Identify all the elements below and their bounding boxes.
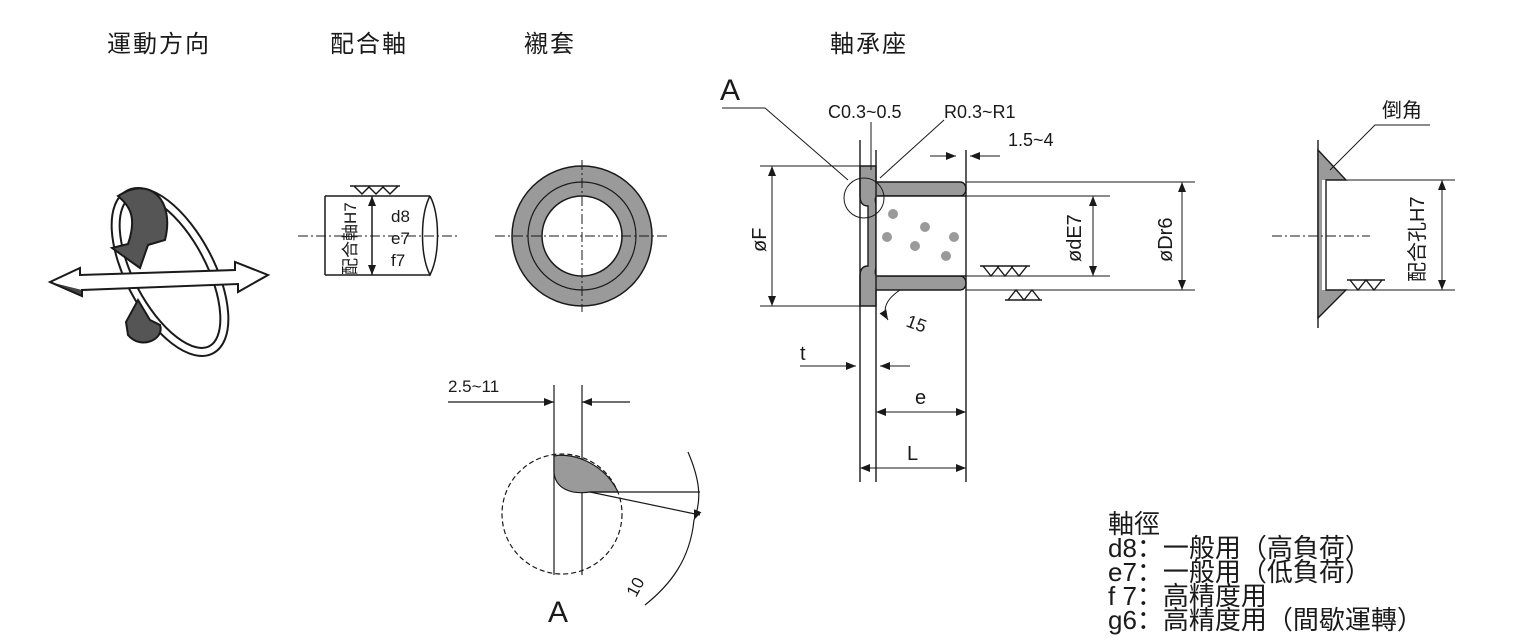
shaft-side-label: 配合軸H7 [341, 202, 360, 275]
header-housing: 軸承座 [830, 31, 908, 58]
angle-15-label: 15 [904, 311, 930, 337]
housing-section-drawing [722, 107, 1195, 482]
legend-line-g6: g6：高精度用（間歇運轉） [1108, 605, 1423, 635]
chamfer-hole-drawing [1272, 124, 1455, 328]
header-bushing: 襯套 [524, 31, 576, 58]
e-label: e [915, 387, 926, 409]
fit-f7: f7 [391, 251, 405, 270]
fit-d8: d8 [391, 207, 410, 226]
detail-width-label: 2.5~11 [448, 377, 499, 396]
motion-direction-icon [47, 187, 271, 357]
radius-label: R0.3~R1 [944, 102, 1016, 122]
dia-Dr6-label: øDr6 [1155, 218, 1177, 262]
mating-shaft-drawing [298, 185, 460, 277]
dia-F-label: øF [749, 228, 771, 252]
legend-line-e7: e7：一般用（低負荷） [1108, 557, 1371, 587]
hole-fit-label: 配合孔H7 [1406, 196, 1429, 282]
header-motion-direction: 運動方向 [107, 31, 211, 58]
legend-line-d8: d8：一般用（高負荷） [1108, 533, 1371, 563]
fit-e7: e7 [391, 229, 410, 248]
chamfer-label: C0.3~0.5 [828, 102, 902, 122]
detail-angle-label: 10 [623, 574, 649, 600]
header-mating-shaft: 配合軸 [330, 31, 408, 58]
chamfer-view-label: 倒角 [1382, 99, 1422, 122]
L-label: L [907, 443, 918, 465]
housing-view-label: A [720, 74, 740, 107]
t-label: t [800, 343, 806, 365]
legend-line-f7: f 7：高精度用 [1108, 581, 1267, 611]
legend-title: 軸徑 [1108, 509, 1161, 539]
dia-dE7-label: ødE7 [1064, 214, 1086, 262]
shaft-diameter-legend: 軸徑 d8：一般用（高負荷） e7：一般用（低負荷） f 7：高精度用 g6：高… [1108, 509, 1423, 635]
detail-view-label: A [548, 596, 568, 629]
flange-gap-label: 1.5~4 [1008, 130, 1054, 150]
bushing-drawing [495, 160, 668, 312]
detail-a-drawing [448, 385, 702, 606]
